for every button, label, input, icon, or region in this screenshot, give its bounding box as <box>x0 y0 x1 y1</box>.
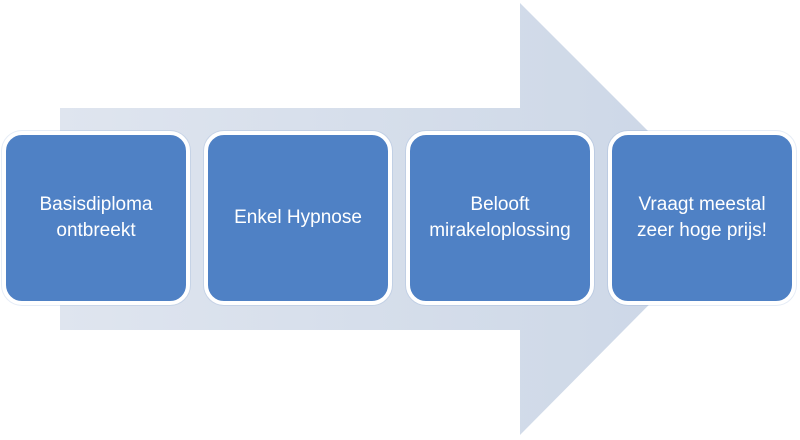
step-label-3: Belooft mirakeloplossing <box>429 194 571 241</box>
arrow-shape <box>60 3 735 435</box>
step-label-4: Vraagt meestal zeer hoge prijs! <box>637 194 767 241</box>
step-box-4: Vraagt meestal zeer hoge prijs! <box>608 131 796 305</box>
step-label-2: Enkel Hypnose <box>234 207 362 228</box>
step-label-1: Basisdiploma ontbreekt <box>39 194 153 241</box>
step-box-3: Belooft mirakeloplossing <box>406 131 594 305</box>
step-box-2: Enkel Hypnose <box>204 131 392 305</box>
step-box-1: Basisdiploma ontbreekt <box>2 131 190 305</box>
